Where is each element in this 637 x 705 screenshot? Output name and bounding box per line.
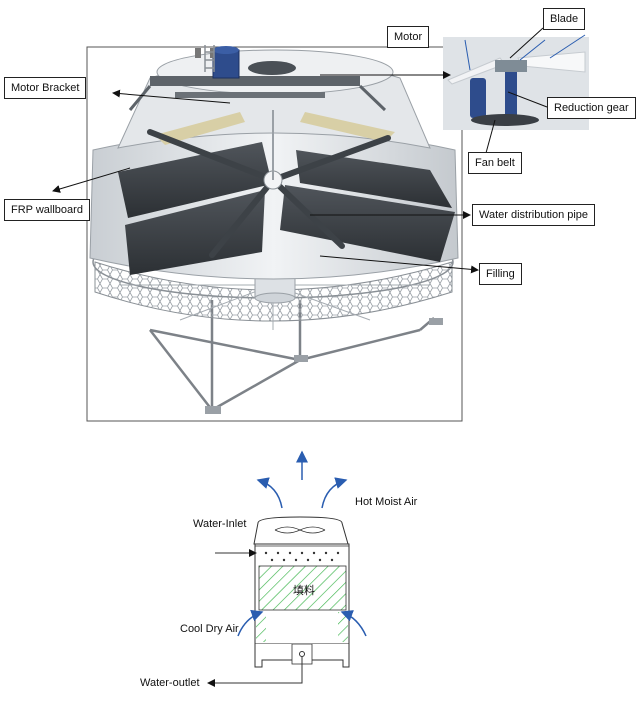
exhaust-arrow <box>321 477 348 509</box>
label-water-distribution-pipe: Water distribution pipe <box>472 204 596 226</box>
label-water-inlet: Water-Inlet <box>193 518 247 530</box>
fill-panel <box>296 150 452 208</box>
foot-pad <box>294 355 308 362</box>
label-fill-text: 填料 <box>293 585 315 597</box>
label-frp-wallboard: FRP wallboard <box>4 199 90 221</box>
label-motor-bracket: Motor Bracket <box>4 77 87 99</box>
label-hot-moist-air: Hot Moist Air <box>355 496 418 508</box>
foot-pad <box>429 318 443 325</box>
gearbox-photo <box>505 70 517 118</box>
label-filling: Filling <box>479 263 522 285</box>
tower-illustration <box>86 45 463 422</box>
label-water-outlet: Water-outlet <box>140 677 200 689</box>
fill-section <box>258 565 347 611</box>
label-motor: Motor <box>387 26 430 48</box>
motor-bracket-beam <box>150 76 360 86</box>
fan-blade <box>155 112 245 145</box>
water-outlet-arrow <box>207 657 303 687</box>
label-reduction-gear: Reduction gear <box>547 97 636 119</box>
motor-photo <box>470 78 486 118</box>
label-cool-dry-air: Cool Dry Air <box>180 623 239 635</box>
ladder <box>204 45 215 72</box>
label-fan-belt: Fan belt <box>468 152 522 174</box>
water-distribution-pipes <box>147 129 391 258</box>
intake-arrow <box>237 609 264 637</box>
fill-panel <box>125 190 265 275</box>
intake-arrow <box>340 610 367 637</box>
flow-schematic <box>207 450 367 687</box>
fan-blade <box>300 112 395 142</box>
exhaust-arrow <box>256 477 283 509</box>
spray-drops <box>264 551 340 562</box>
label-blade: Blade <box>543 8 586 30</box>
pulley <box>248 61 296 75</box>
foot-pad <box>205 406 221 414</box>
fill-panel <box>118 142 272 218</box>
leader-lines <box>52 27 548 274</box>
motor-unit <box>212 49 240 79</box>
fill-panel <box>280 185 455 262</box>
